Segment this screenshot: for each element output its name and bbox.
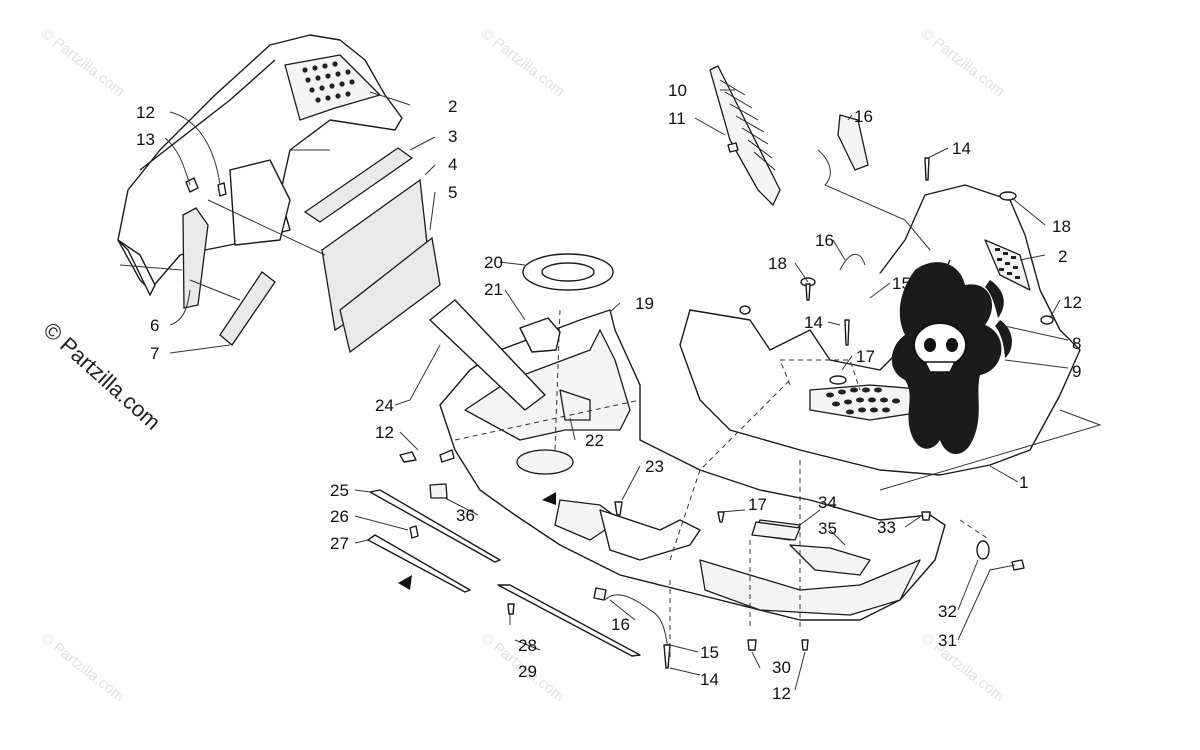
callout-11: 11 bbox=[668, 109, 686, 128]
callout-28: 28 bbox=[518, 636, 537, 655]
callout-25: 25 bbox=[330, 481, 349, 500]
callout-4: 4 bbox=[448, 155, 457, 174]
callout-17: 17 bbox=[856, 347, 875, 366]
washer-20 bbox=[522, 253, 614, 291]
fasteners bbox=[185, 142, 1054, 669]
callout-12: 12 bbox=[136, 103, 155, 122]
callout-19: 19 bbox=[635, 294, 654, 313]
callout-2: 2 bbox=[448, 97, 457, 116]
watermark: © Partzilla.com bbox=[918, 630, 1008, 706]
callout-16: 16 bbox=[854, 107, 873, 126]
callout-27: 27 bbox=[330, 534, 349, 553]
callout-12: 12 bbox=[1063, 293, 1082, 312]
callout-2: 2 bbox=[1058, 247, 1067, 266]
callout-1: 1 bbox=[1019, 473, 1028, 492]
callout-32: 32 bbox=[938, 602, 957, 621]
callout-34: 34 bbox=[818, 493, 837, 512]
callout-24: 24 bbox=[375, 396, 394, 415]
callout-17: 17 bbox=[748, 495, 767, 514]
callout-labels: 1 2 2 3 4 5 6 7 8 9 10 11 12 12 12 12 13… bbox=[136, 81, 1082, 703]
callout-14: 14 bbox=[804, 313, 823, 332]
copyright-label: © Partzilla.com bbox=[39, 317, 166, 435]
callout-8: 8 bbox=[1072, 334, 1081, 353]
callout-26: 26 bbox=[330, 507, 349, 526]
callout-36: 36 bbox=[456, 506, 475, 525]
callout-18: 18 bbox=[1052, 217, 1071, 236]
callout-9: 9 bbox=[1072, 362, 1081, 381]
alignment-lines bbox=[454, 309, 991, 660]
callout-7: 7 bbox=[150, 344, 159, 363]
watermark: © Partzilla.com bbox=[478, 25, 568, 101]
rail-strips-left bbox=[367, 483, 641, 657]
callout-leaders bbox=[164, 89, 1069, 691]
callout-16: 16 bbox=[611, 615, 630, 634]
skull-graphic bbox=[891, 262, 1012, 455]
bracket-21 bbox=[519, 317, 561, 353]
cable-16 bbox=[604, 149, 931, 651]
watermark: © Partzilla.com bbox=[38, 25, 128, 101]
callout-35: 35 bbox=[818, 519, 837, 538]
callout-3: 3 bbox=[448, 127, 457, 146]
callout-33: 33 bbox=[877, 518, 896, 537]
foam-strips-left bbox=[182, 147, 441, 354]
screen-10 bbox=[709, 65, 781, 206]
callout-6: 6 bbox=[150, 316, 159, 335]
watermark: © Partzilla.com bbox=[38, 630, 128, 706]
callout-5: 5 bbox=[448, 183, 457, 202]
callout-13: 13 bbox=[136, 130, 155, 149]
callout-23: 23 bbox=[645, 457, 664, 476]
callout-15: 15 bbox=[700, 643, 719, 662]
callout-22: 22 bbox=[585, 431, 604, 450]
hood-right bbox=[679, 184, 1102, 491]
callout-16: 16 bbox=[815, 231, 834, 250]
callout-12: 12 bbox=[772, 684, 791, 703]
callout-29: 29 bbox=[518, 662, 537, 681]
leader-lines-left bbox=[119, 149, 330, 301]
callout-31: 31 bbox=[938, 631, 957, 650]
callout-20: 20 bbox=[484, 253, 503, 272]
callout-21: 21 bbox=[484, 280, 503, 299]
callout-14: 14 bbox=[700, 670, 719, 689]
windshield-16 bbox=[837, 114, 869, 171]
callout-30: 30 bbox=[772, 658, 791, 677]
callout-15: 15 bbox=[892, 274, 911, 293]
callout-12: 12 bbox=[375, 423, 394, 442]
watermark: © Partzilla.com bbox=[918, 25, 1008, 101]
callout-10: 10 bbox=[668, 81, 687, 100]
callout-18: 18 bbox=[768, 254, 787, 273]
callout-14: 14 bbox=[952, 139, 971, 158]
